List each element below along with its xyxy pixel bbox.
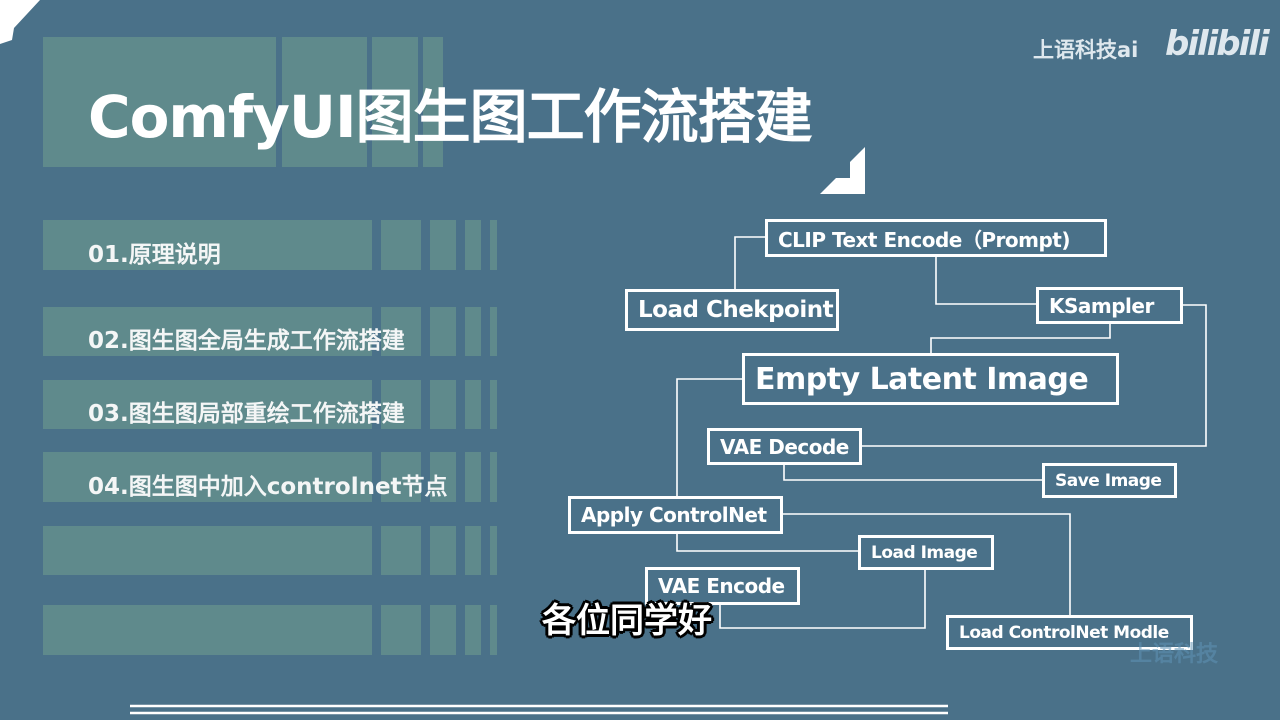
menu-bar-segment [490,220,497,270]
node-apply-controlnet: Apply ControlNet [568,496,783,534]
line-ksampler-vaedecode [861,304,1207,447]
node-empty-latent-image: Empty Latent Image [742,353,1119,405]
node-save-image: Save Image [1042,463,1177,498]
menu-bar-segment [465,307,481,356]
menu-bar-segment [430,605,456,655]
menu-bar-segment [490,605,497,655]
menu-bar-segment [465,605,481,655]
menu-item-4[interactable]: 04.图生图中加入controlnet节点 [88,474,448,500]
menu-bar-segment [381,380,421,429]
menu-bar-segment [430,307,456,356]
watermark: 上语科技 [1130,642,1219,667]
menu-bar-segment [381,220,421,270]
node-vae-encode: VAE Encode [645,567,800,605]
menu-bar-segment [490,380,497,429]
menu-bar-segment [381,526,421,575]
video-subtitle: 各位同学好 [542,601,712,641]
line-loadimage-vaeencode [719,569,926,629]
menu-bar-segment [43,452,372,502]
node-clip-text-encode: CLIP Text Encode（Prompt) [765,219,1107,257]
line-apply-loadcn [782,513,1071,615]
menu-bar-segment [381,452,421,502]
menu-bar-segment [465,380,481,429]
bilibili-logo: bilibili [1165,24,1270,64]
menu-bar-segment [465,526,481,575]
line-ksampler-latent [930,323,1111,353]
menu-item-2[interactable]: 02.图生图全局生成工作流搭建 [88,328,405,354]
brand-text: 上语科技ai [1033,38,1139,62]
menu-bar-segment [43,526,372,575]
line-latent-apply [676,378,742,496]
corner-arrow-decoration [820,147,865,194]
menu-bar-segment [490,526,497,575]
menu-item-3[interactable]: 03.图生图局部重绘工作流搭建 [88,401,405,427]
corner-decoration [0,0,40,44]
line-apply-loadimage [676,533,858,552]
node-load-image: Load Image [858,535,994,570]
line-checkpoint-clip [734,236,765,289]
menu-item-1[interactable]: 01.原理说明 [88,242,221,268]
line-vaedecode-save [783,464,1042,481]
menu-bar-segment [430,452,456,502]
menu-bar-segment [430,380,456,429]
node-vae-decode: VAE Decode [707,428,862,465]
menu-bar-segment [43,605,372,655]
page-title: ComfyUI图生图工作流搭建 [88,83,813,151]
menu-bar-segment [43,220,372,270]
menu-bar-segment [430,220,456,270]
menu-bar-segment [381,605,421,655]
menu-bar-segment [465,220,481,270]
node-load-checkpoint: Load Chekpoint [625,289,839,331]
node-ksampler: KSampler [1036,287,1183,324]
line-clip-ksampler [935,256,1036,305]
menu-bar-segment [430,526,456,575]
menu-bar-segment [490,452,497,502]
menu-bar-segment [43,307,372,356]
menu-bar-segment [490,307,497,356]
menu-bar-segment [381,307,421,356]
menu-bar-segment [465,452,481,502]
node-load-controlnet-model: Load ControlNet Modle [946,615,1193,650]
menu-bar-segment [43,380,372,429]
